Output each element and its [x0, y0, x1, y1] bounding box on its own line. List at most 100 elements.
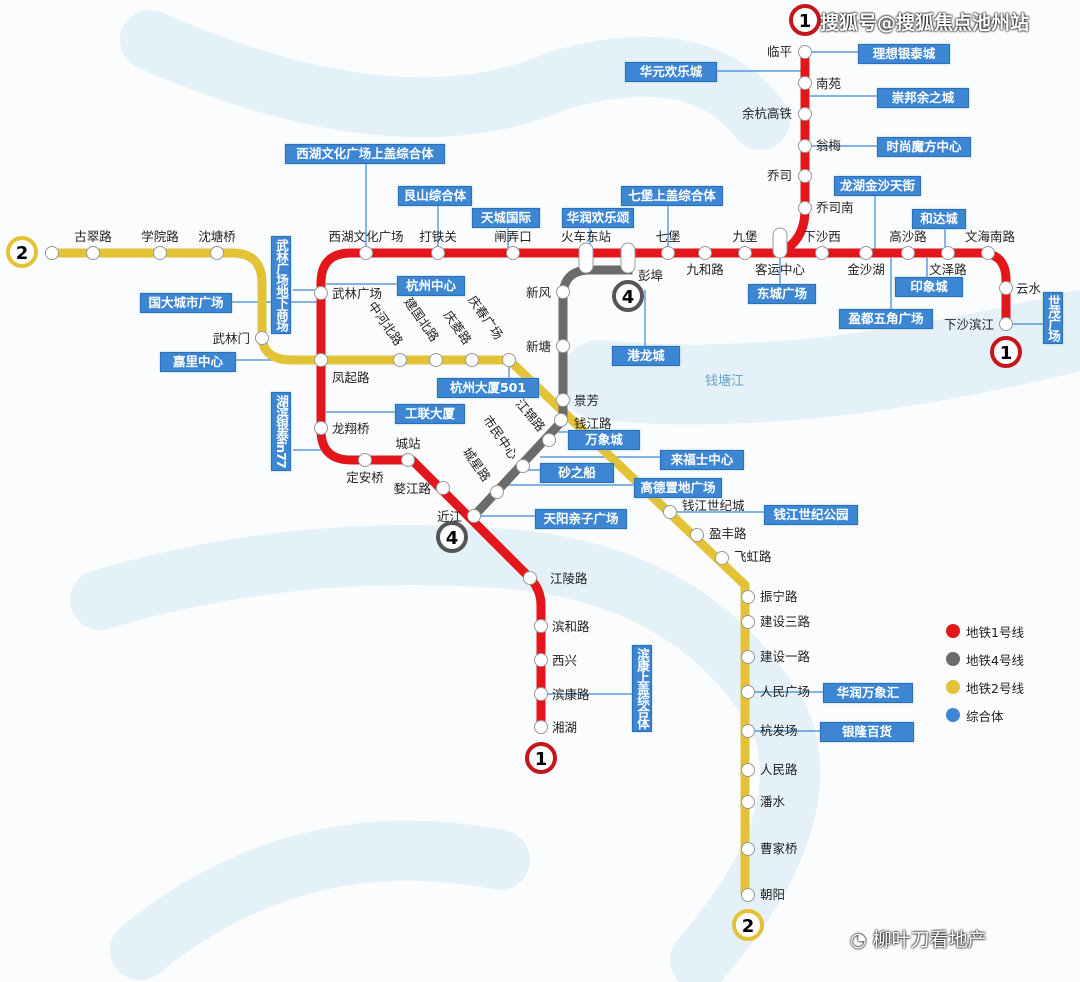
station-marker[interactable]	[359, 246, 373, 260]
complex-label[interactable]: 嘉里中心	[160, 352, 236, 372]
station-marker[interactable]	[436, 481, 450, 495]
station-marker[interactable]	[741, 763, 755, 777]
station-marker[interactable]	[661, 246, 675, 260]
complex-label[interactable]: 世茂广场	[1043, 292, 1063, 344]
station-line2[interactable]: 武林门	[212, 331, 269, 346]
station-line1[interactable]: 九堡	[732, 229, 758, 260]
station-line1[interactable]: 西湖文化广场	[328, 229, 404, 260]
station-marker[interactable]	[534, 720, 548, 734]
complex-label[interactable]: 时尚魔方中心	[877, 137, 971, 157]
complex-label[interactable]: 天阳亲子广场	[535, 509, 627, 529]
station-line1[interactable]: 江陵路	[523, 571, 589, 586]
complex-label[interactable]: 艮山综合体	[398, 186, 472, 206]
station-marker[interactable]	[798, 201, 812, 215]
station-line2[interactable]: 潘水	[741, 794, 786, 809]
station-line1[interactable]: 南苑	[798, 76, 842, 91]
complex-label[interactable]: 龙湖金沙天街	[834, 176, 921, 196]
station-line2[interactable]: 建设一路	[741, 649, 811, 664]
station-marker[interactable]	[534, 687, 548, 701]
station-marker[interactable]	[738, 246, 752, 260]
station-marker[interactable]	[542, 433, 556, 447]
complex-label[interactable]: 东城广场	[748, 284, 816, 304]
station-marker[interactable]	[314, 421, 328, 435]
station-line1[interactable]: 高沙路	[889, 229, 927, 260]
station-line1[interactable]: 翁梅	[798, 138, 842, 153]
station-marker[interactable]	[999, 317, 1013, 331]
station-marker[interactable]	[153, 246, 167, 260]
complex-label[interactable]: 国大城市广场	[140, 293, 232, 313]
station-marker[interactable]	[534, 653, 548, 667]
station-line1[interactable]: 滨康路	[534, 687, 591, 702]
station-marker[interactable]	[741, 724, 755, 738]
station-line1[interactable]: 文泽路	[929, 246, 967, 278]
complex-label[interactable]: 银隆百货	[820, 722, 914, 742]
station-line1[interactable]: 滨和路	[534, 619, 591, 634]
station-marker[interactable]	[741, 650, 755, 664]
station-line2[interactable]: 飞虹路	[715, 549, 773, 565]
complex-label[interactable]: 工联大厦	[395, 404, 465, 424]
complex-label[interactable]: 天城国际	[472, 208, 540, 228]
station-marker[interactable]	[999, 281, 1013, 295]
station-line1[interactable]: 定安桥	[346, 453, 384, 486]
station-marker[interactable]	[798, 76, 812, 90]
station-line2[interactable]: 建设三路	[741, 614, 811, 629]
complex-label[interactable]: 和达城	[912, 209, 966, 229]
complex-label[interactable]: 盈都五角广场	[839, 309, 933, 329]
station-line1[interactable]: 文海南路	[965, 229, 1016, 260]
station-line1[interactable]: 云水	[999, 281, 1042, 296]
station-line1[interactable]: 下沙西	[803, 229, 841, 260]
complex-label[interactable]: 印象城	[895, 277, 963, 297]
complex-label[interactable]: 港龙城	[612, 346, 680, 366]
station-marker[interactable]	[314, 286, 328, 300]
complex-label[interactable]: 高德置地广场	[634, 478, 722, 498]
station-marker[interactable]	[314, 353, 328, 367]
station-marker[interactable]	[401, 453, 415, 467]
complex-label[interactable]: 湖滨银泰in77	[271, 392, 291, 471]
station-line1[interactable]: 七堡	[655, 229, 681, 260]
station-line1[interactable]: 客运中心	[755, 227, 806, 277]
station-line1[interactable]: 乔司	[767, 168, 812, 183]
station-line4[interactable]: 新风	[526, 285, 570, 300]
complex-label[interactable]: 来福士中心	[660, 450, 744, 470]
station-marker[interactable]	[506, 246, 520, 260]
station-line1[interactable]: 城站	[395, 436, 421, 467]
complex-label[interactable]: 西湖文化广场上盖综合体	[285, 144, 445, 164]
complex-label[interactable]: 武林广场地下商场	[271, 236, 291, 334]
station-marker[interactable]	[490, 485, 504, 499]
station-marker[interactable]	[429, 353, 443, 367]
complex-label[interactable]: 杭州大厦501	[437, 378, 539, 398]
station-line1[interactable]: 打铁关	[419, 229, 457, 260]
station-line1[interactable]: 乔司南	[798, 200, 854, 215]
station-line1[interactable]: 武林广场	[314, 286, 383, 301]
complex-label[interactable]: 滨康上盖综合体	[632, 645, 652, 732]
station-line1[interactable]: 湘湖	[534, 720, 578, 735]
station-marker[interactable]	[210, 246, 224, 260]
station-line4[interactable]: 城星路	[460, 445, 504, 499]
station-marker[interactable]	[941, 246, 955, 260]
station-marker[interactable]	[578, 242, 594, 274]
station-line2[interactable]: 学院路	[141, 229, 179, 260]
station-line1[interactable]: 临平	[767, 44, 812, 59]
station-marker[interactable]	[715, 551, 729, 565]
complex-label[interactable]: 华润欢乐颂	[562, 208, 634, 228]
station-marker[interactable]	[255, 331, 269, 345]
station-line1[interactable]: 金沙湖	[847, 246, 885, 278]
station-terminal-west[interactable]	[45, 246, 59, 260]
station-line1[interactable]: 婺江路	[393, 481, 450, 496]
station-marker[interactable]	[554, 413, 568, 427]
station-marker[interactable]	[556, 285, 570, 299]
station-marker[interactable]	[86, 246, 100, 260]
station-line4[interactable]: 钱江路	[554, 413, 613, 432]
station-marker[interactable]	[741, 795, 755, 809]
station-marker[interactable]	[690, 528, 704, 542]
station-line1[interactable]: 余杭高铁	[742, 106, 812, 121]
station-marker[interactable]	[556, 393, 570, 407]
station-marker[interactable]	[393, 353, 407, 367]
station-marker[interactable]	[431, 246, 445, 260]
station-marker[interactable]	[798, 45, 812, 59]
station-line2[interactable]: 古翠路	[74, 229, 112, 260]
station-line1[interactable]: 龙翔桥	[314, 421, 371, 436]
station-marker[interactable]	[815, 246, 829, 260]
station-marker[interactable]	[663, 505, 677, 519]
station-marker[interactable]	[741, 590, 755, 604]
